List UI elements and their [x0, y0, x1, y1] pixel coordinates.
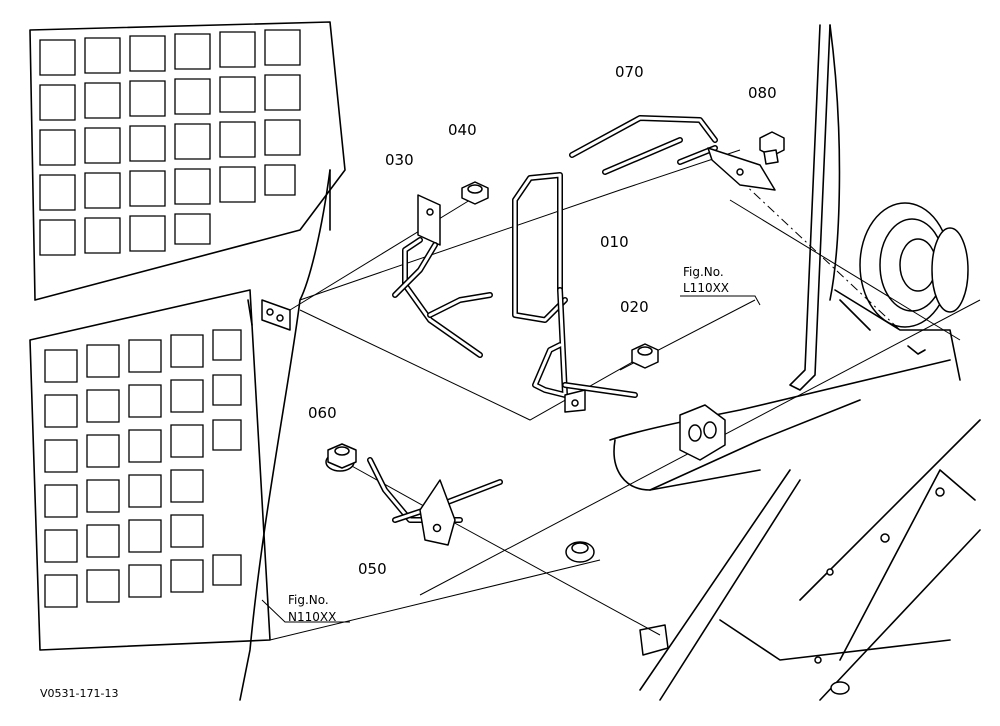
label-020: 020	[620, 298, 649, 316]
label-040: 040	[448, 121, 477, 139]
right-post	[789, 24, 841, 391]
label-070: 070	[615, 63, 644, 81]
mounting-tab	[247, 299, 291, 331]
label-080: 080	[748, 84, 777, 102]
part-030-bracket	[392, 194, 493, 358]
upper-grille	[29, 21, 346, 301]
part-040-nut	[461, 181, 489, 205]
label-050: 050	[358, 560, 387, 578]
part-020-nut	[631, 343, 659, 369]
lower-grille	[29, 289, 271, 651]
part-labels: 070 080 040 030 010 020 060 050	[308, 63, 777, 578]
part-050-bracket	[367, 457, 503, 546]
frame-bracket	[565, 345, 945, 695]
figure-ref-prefix: Fig.No.	[288, 593, 329, 607]
figure-ref-l110xx[interactable]: Fig.No. L110XX	[680, 265, 761, 306]
label-030: 030	[385, 151, 414, 169]
figure-ref-prefix: Fig.No.	[683, 265, 724, 279]
figure-ref-code: L110XX	[683, 281, 729, 295]
part-070-rod	[569, 115, 776, 191]
figure-ref-n110xx[interactable]: Fig.No. N110XX	[288, 593, 336, 624]
part-010-bracket	[512, 172, 638, 413]
figure-ref-code: N110XX	[288, 610, 336, 624]
part-080-bolt	[759, 131, 785, 165]
drawing-code: V0531-171-13	[40, 687, 118, 700]
part-060-nut	[325, 443, 357, 472]
label-060: 060	[308, 404, 337, 422]
label-010: 010	[600, 233, 629, 251]
pulley-assembly	[834, 202, 969, 381]
